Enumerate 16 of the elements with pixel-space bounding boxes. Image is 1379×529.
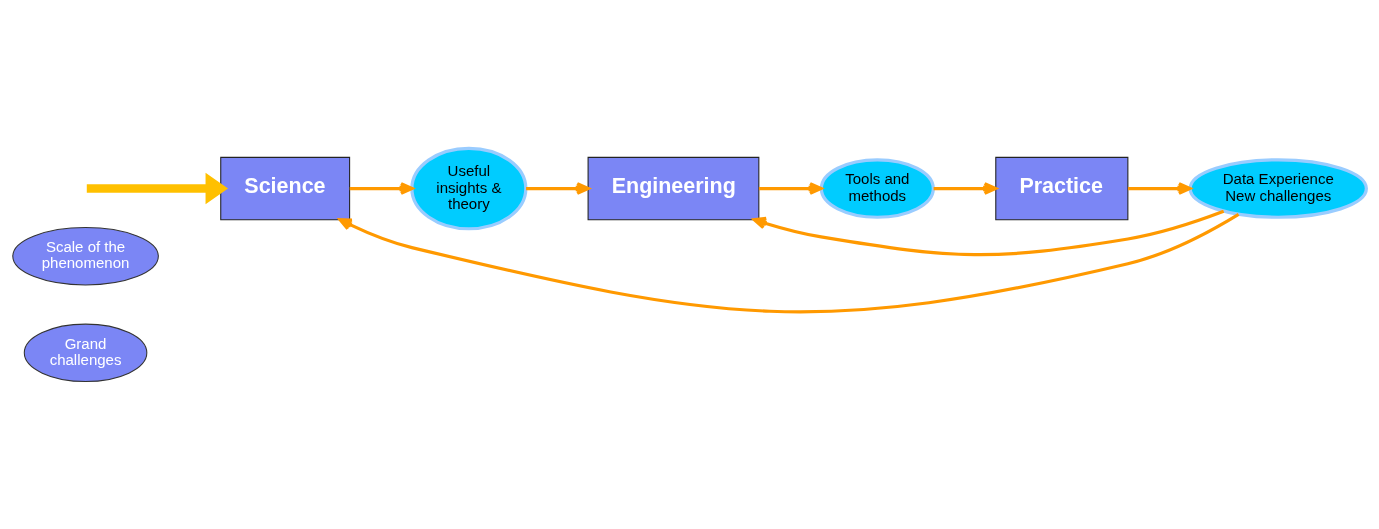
arrow [526, 181, 590, 195]
arrow [338, 212, 1240, 313]
node-box: Practice [995, 156, 1129, 220]
arrow [933, 181, 998, 195]
arrow [758, 181, 823, 195]
arrow [86, 172, 229, 204]
node-ellipse: Data Experience New challenges [1188, 157, 1368, 219]
node-ellipse: Scale of the phenomenon [12, 226, 159, 285]
arrow [752, 209, 1225, 256]
node-ellipse: Grand challenges [23, 323, 148, 382]
node-ellipse: Tools and methods [819, 157, 935, 219]
node-box: Science [220, 156, 351, 220]
node-box: Engineering [587, 156, 760, 220]
node-ellipse: Useful insights & theory [410, 146, 528, 230]
arrow [1128, 181, 1192, 195]
arrow [349, 181, 414, 195]
